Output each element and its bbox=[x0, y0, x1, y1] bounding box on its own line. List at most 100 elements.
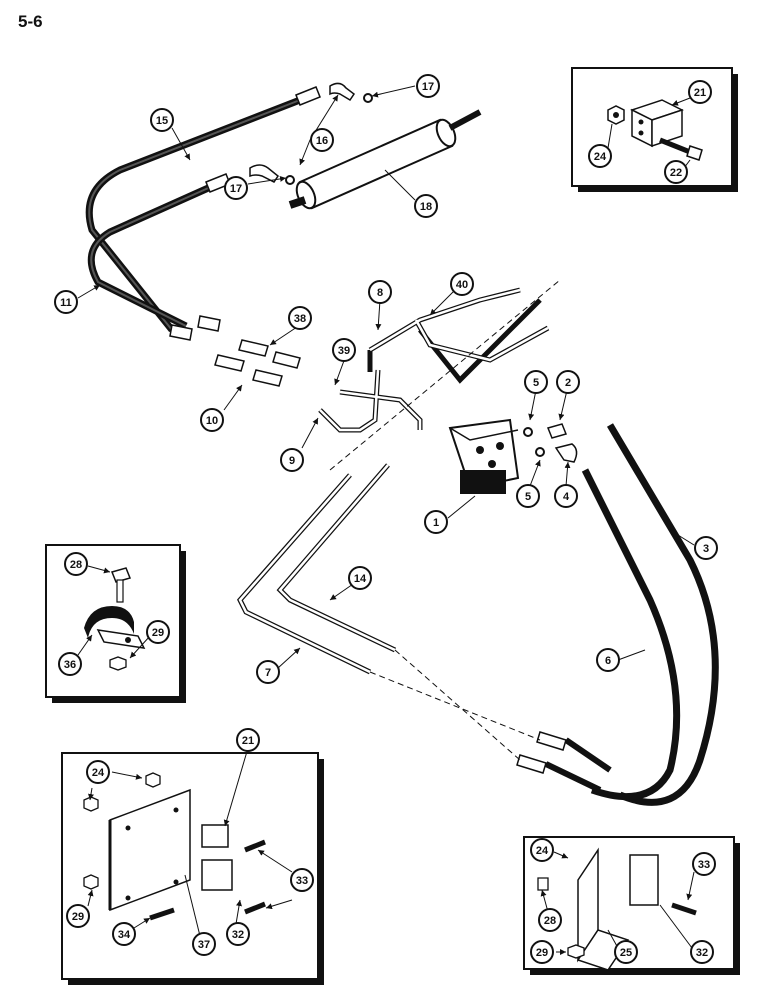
callout-40: 40 bbox=[450, 272, 474, 296]
callout-11: 11 bbox=[54, 290, 78, 314]
callout-8: 8 bbox=[368, 280, 392, 304]
callout-label: 28 bbox=[544, 915, 556, 927]
callout-7: 7 bbox=[256, 660, 280, 684]
callout-label: 5 bbox=[533, 377, 539, 389]
inset-clamp-block-top-right bbox=[571, 67, 738, 192]
callout-5: 5 bbox=[516, 484, 540, 508]
leader-lines bbox=[77, 85, 695, 955]
callout-24: 24 bbox=[530, 838, 554, 862]
callout-label: 8 bbox=[377, 287, 383, 299]
callout-24: 24 bbox=[588, 144, 612, 168]
tube-7 bbox=[237, 473, 372, 675]
tubes-upper-inner bbox=[319, 288, 549, 432]
callout-32: 32 bbox=[690, 940, 714, 964]
hose-fitting bbox=[197, 315, 221, 332]
page-number: 5-6 bbox=[18, 12, 43, 31]
callout-label: 34 bbox=[118, 929, 131, 941]
callout-label: 14 bbox=[354, 573, 367, 585]
callout-label: 24 bbox=[594, 151, 607, 163]
fitting-2 bbox=[546, 423, 568, 439]
adapter-38 bbox=[238, 339, 269, 357]
callout-label: 7 bbox=[265, 667, 271, 679]
callout-label: 24 bbox=[536, 845, 549, 857]
callout-label: 1 bbox=[433, 517, 439, 529]
hose-11 bbox=[87, 181, 217, 330]
callout-14: 14 bbox=[348, 566, 372, 590]
callout-22: 22 bbox=[664, 160, 688, 184]
callout-label: 10 bbox=[206, 415, 218, 427]
callout-label: 33 bbox=[698, 859, 710, 871]
hose-fitting bbox=[169, 324, 193, 341]
elbow-16 bbox=[249, 164, 280, 183]
callout-3: 3 bbox=[694, 536, 718, 560]
callout-39: 39 bbox=[332, 338, 356, 362]
callout-label: 32 bbox=[232, 929, 244, 941]
callout-17: 17 bbox=[224, 176, 248, 200]
callout-15: 15 bbox=[150, 108, 174, 132]
callout-label: 40 bbox=[456, 279, 468, 291]
callout-label: 28 bbox=[70, 559, 82, 571]
callout-21: 21 bbox=[236, 728, 260, 752]
callout-label: 36 bbox=[64, 659, 76, 671]
callout-36: 36 bbox=[58, 652, 82, 676]
callout-label: 11 bbox=[60, 297, 72, 309]
adapter-10 bbox=[252, 369, 283, 387]
steering-valve-1 bbox=[448, 418, 520, 494]
hose-3 bbox=[606, 423, 719, 806]
o-ring-5 bbox=[535, 447, 545, 457]
o-ring-5 bbox=[523, 427, 533, 437]
callout-33: 33 bbox=[692, 852, 716, 876]
callout-38: 38 bbox=[288, 306, 312, 330]
adapter-38 bbox=[272, 351, 301, 369]
callout-label: 17 bbox=[422, 81, 434, 93]
callout-29: 29 bbox=[66, 904, 90, 928]
callout-label: 25 bbox=[620, 947, 632, 959]
inset-mount-plate bbox=[61, 752, 324, 985]
callout-37: 37 bbox=[192, 932, 216, 956]
callout-16: 16 bbox=[310, 128, 334, 152]
callout-label: 6 bbox=[605, 655, 611, 667]
callout-33: 33 bbox=[290, 868, 314, 892]
callout-label: 5 bbox=[525, 491, 531, 503]
callout-24: 24 bbox=[86, 760, 110, 784]
adapter-10 bbox=[214, 354, 245, 372]
callout-5: 5 bbox=[524, 370, 548, 394]
callout-28: 28 bbox=[538, 908, 562, 932]
callout-29: 29 bbox=[530, 940, 554, 964]
callout-label: 32 bbox=[696, 947, 708, 959]
callout-label: 2 bbox=[565, 377, 571, 389]
callout-29: 29 bbox=[146, 620, 170, 644]
callout-6: 6 bbox=[596, 648, 620, 672]
callout-label: 3 bbox=[703, 543, 709, 555]
o-ring-17 bbox=[285, 175, 295, 185]
callout-28: 28 bbox=[64, 552, 88, 576]
callout-4: 4 bbox=[554, 484, 578, 508]
callout-25: 25 bbox=[614, 940, 638, 964]
hose-fitting bbox=[295, 86, 321, 106]
callout-10: 10 bbox=[200, 408, 224, 432]
callout-18: 18 bbox=[414, 194, 438, 218]
callout-label: 29 bbox=[152, 627, 164, 639]
o-ring-17 bbox=[363, 93, 373, 103]
callout-label: 29 bbox=[72, 911, 84, 923]
callout-9: 9 bbox=[280, 448, 304, 472]
callout-label: 9 bbox=[289, 455, 295, 467]
hose-end-fitting bbox=[516, 754, 547, 774]
callout-label: 15 bbox=[156, 115, 168, 127]
callout-label: 4 bbox=[563, 491, 570, 503]
callout-34: 34 bbox=[112, 922, 136, 946]
hose-15 bbox=[85, 96, 302, 333]
callout-label: 24 bbox=[92, 767, 105, 779]
callout-label: 21 bbox=[694, 87, 706, 99]
assembly-lines bbox=[329, 279, 561, 761]
hose-6 bbox=[581, 468, 681, 801]
callout-label: 22 bbox=[670, 167, 682, 179]
callout-label: 33 bbox=[296, 875, 308, 887]
elbow-16 bbox=[329, 82, 356, 102]
callout-17: 17 bbox=[416, 74, 440, 98]
callout-label: 18 bbox=[420, 201, 432, 213]
callout-label: 16 bbox=[316, 135, 328, 147]
callout-label: 29 bbox=[536, 947, 548, 959]
callout-21: 21 bbox=[688, 80, 712, 104]
